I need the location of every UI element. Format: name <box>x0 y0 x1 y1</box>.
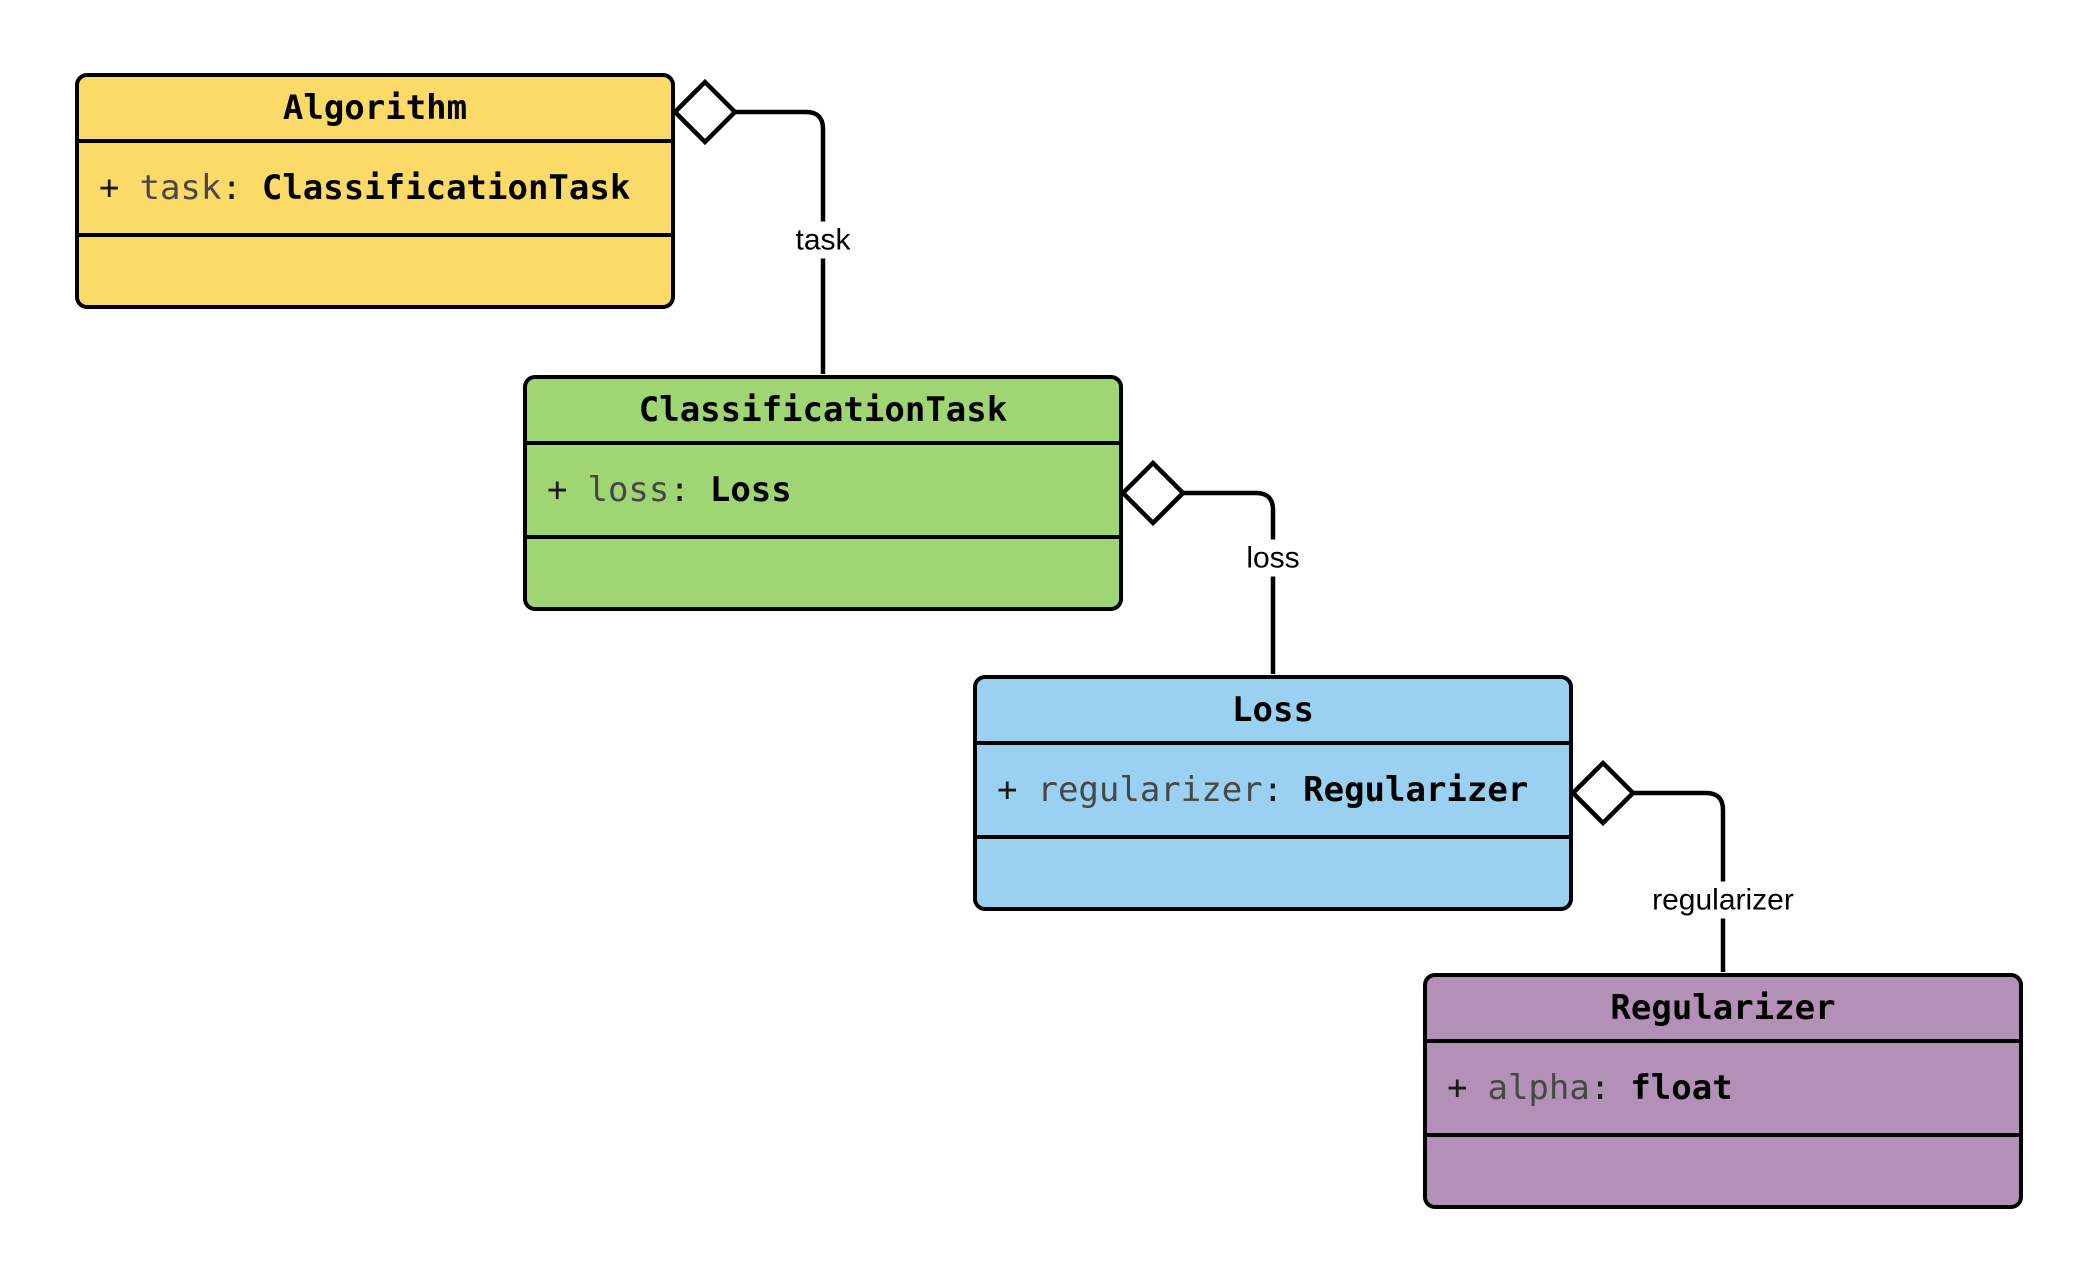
class-title: Regularizer <box>1610 988 1836 1028</box>
edge-loss-line <box>1183 490 1276 674</box>
attribute-colon: : <box>1589 1068 1611 1108</box>
attribute-row: + task: ClassificationTask <box>79 139 671 233</box>
class-box-classificationtask: ClassificationTask + loss: Loss <box>523 375 1123 611</box>
attribute-name: loss <box>587 470 670 510</box>
class-box-algorithm: Algorithm + task: ClassificationTask <box>75 73 675 309</box>
edge-task-line <box>735 109 826 374</box>
attribute-row: + regularizer: Regularizer <box>977 741 1569 835</box>
attribute-name: task <box>139 168 222 208</box>
methods-compartment <box>79 233 671 305</box>
aggregation-diamond-task <box>671 78 739 146</box>
attribute-visibility: + <box>547 470 568 510</box>
attribute-type: float <box>1630 1068 1733 1108</box>
attribute-name: regularizer <box>1037 770 1263 810</box>
attribute-colon: : <box>1262 770 1284 810</box>
attribute-type: Loss <box>709 470 792 510</box>
methods-compartment <box>977 835 1569 907</box>
edge-label-task: task <box>787 221 859 259</box>
attribute-type: Regularizer <box>1303 770 1529 810</box>
attribute-colon: : <box>669 470 690 510</box>
class-box-loss: Loss + regularizer: Regularizer <box>973 675 1573 911</box>
edge-label-loss: loss <box>1238 539 1308 577</box>
attribute-visibility: + <box>1447 1068 1468 1108</box>
methods-compartment <box>1427 1133 2019 1205</box>
attribute-name: alpha <box>1487 1068 1590 1108</box>
class-title: ClassificationTask <box>638 390 1008 430</box>
attribute-type: ClassificationTask <box>261 168 631 208</box>
attribute-row: + alpha: float <box>1427 1039 2019 1133</box>
edge-label-regularizer: regularizer <box>1644 881 1802 919</box>
methods-compartment <box>527 535 1119 607</box>
aggregation-diamond-loss <box>1119 459 1187 527</box>
attribute-visibility: + <box>99 168 120 208</box>
class-title: Algorithm <box>282 88 468 128</box>
attribute-colon: : <box>221 168 242 208</box>
attribute-row: + loss: Loss <box>527 441 1119 535</box>
edge-regularizer-line <box>1633 790 1726 972</box>
class-box-regularizer: Regularizer + alpha: float <box>1423 973 2023 1209</box>
aggregation-diamond-regularizer <box>1569 759 1637 827</box>
class-title: Loss <box>1232 690 1314 730</box>
attribute-visibility: + <box>997 770 1018 810</box>
